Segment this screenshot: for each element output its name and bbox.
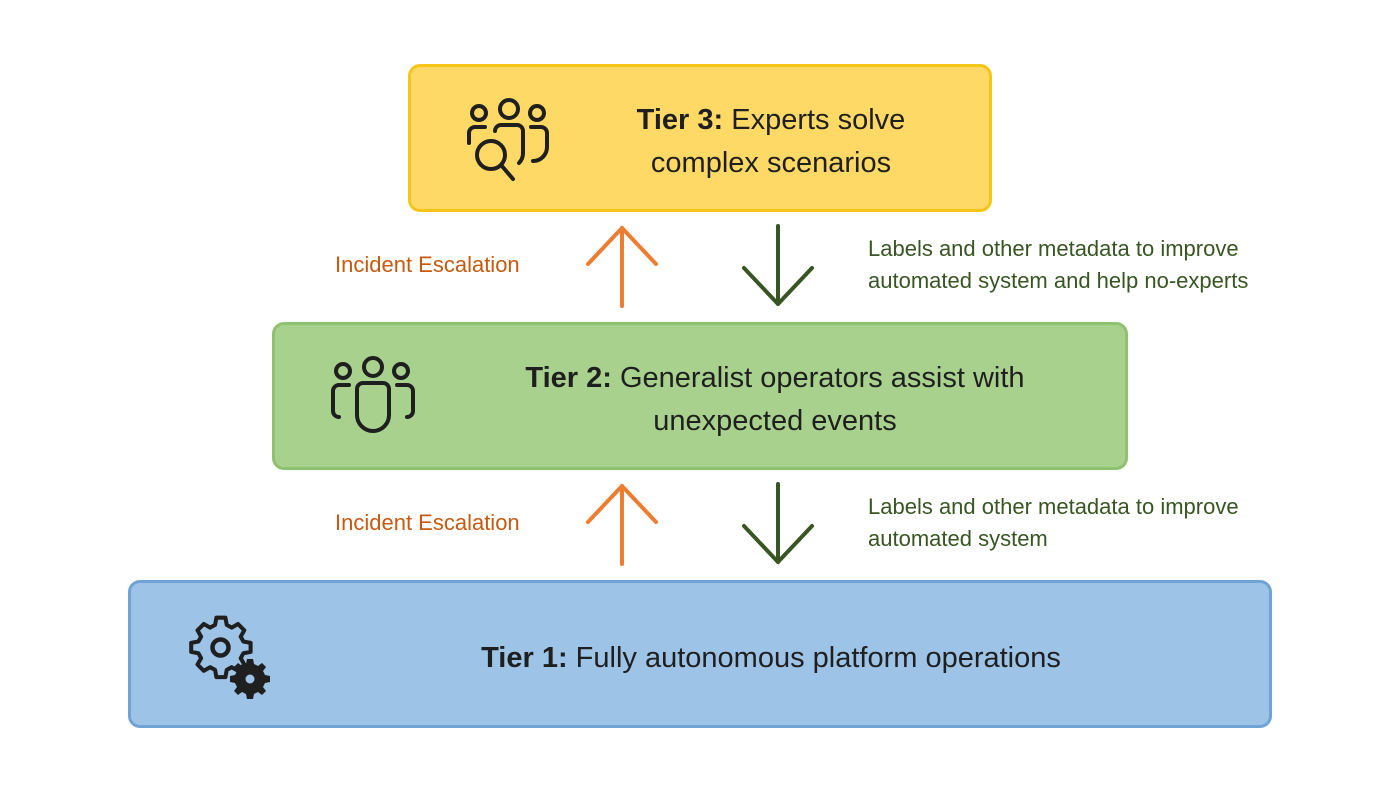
- tier-1-box: Tier 1: Fully autonomous platform operat…: [128, 580, 1272, 728]
- tier-3-text: Experts solve complex scenarios: [650, 104, 906, 179]
- tier-2-prefix: Tier 2:: [525, 362, 612, 394]
- people-team-icon: [331, 356, 415, 433]
- gears-icon: [189, 615, 270, 699]
- lower-escalation-arrow: [586, 484, 658, 566]
- lower-feedback-label: Labels and other metadata to improve aut…: [868, 494, 1239, 551]
- lower-escalation-label: Incident Escalation: [335, 510, 520, 535]
- upper-escalation-arrow: [586, 226, 658, 308]
- tier-1-prefix: Tier 1:: [481, 642, 568, 674]
- tier-1-label: Tier 1: Fully autonomous platform operat…: [381, 637, 1161, 680]
- tier-2-label: Tier 2: Generalist operators assist with…: [465, 357, 1085, 443]
- upper-feedback-label: Labels and other metadata to improve aut…: [868, 236, 1249, 293]
- tier-2-text: Generalist operators assist with unexpec…: [611, 362, 1025, 437]
- lower-feedback-arrow: [742, 482, 814, 564]
- tier-3-box: Tier 3: Experts solve complex scenarios: [408, 64, 992, 212]
- upper-feedback-arrow: [742, 224, 814, 306]
- tier-2-box: Tier 2: Generalist operators assist with…: [272, 322, 1128, 470]
- people-search-icon: [467, 98, 549, 181]
- tier-1-text: Fully autonomous platform operations: [567, 642, 1061, 674]
- upper-escalation-label: Incident Escalation: [335, 252, 520, 277]
- tier-3-label: Tier 3: Experts solve complex scenarios: [601, 99, 941, 185]
- tier-3-prefix: Tier 3:: [636, 104, 724, 136]
